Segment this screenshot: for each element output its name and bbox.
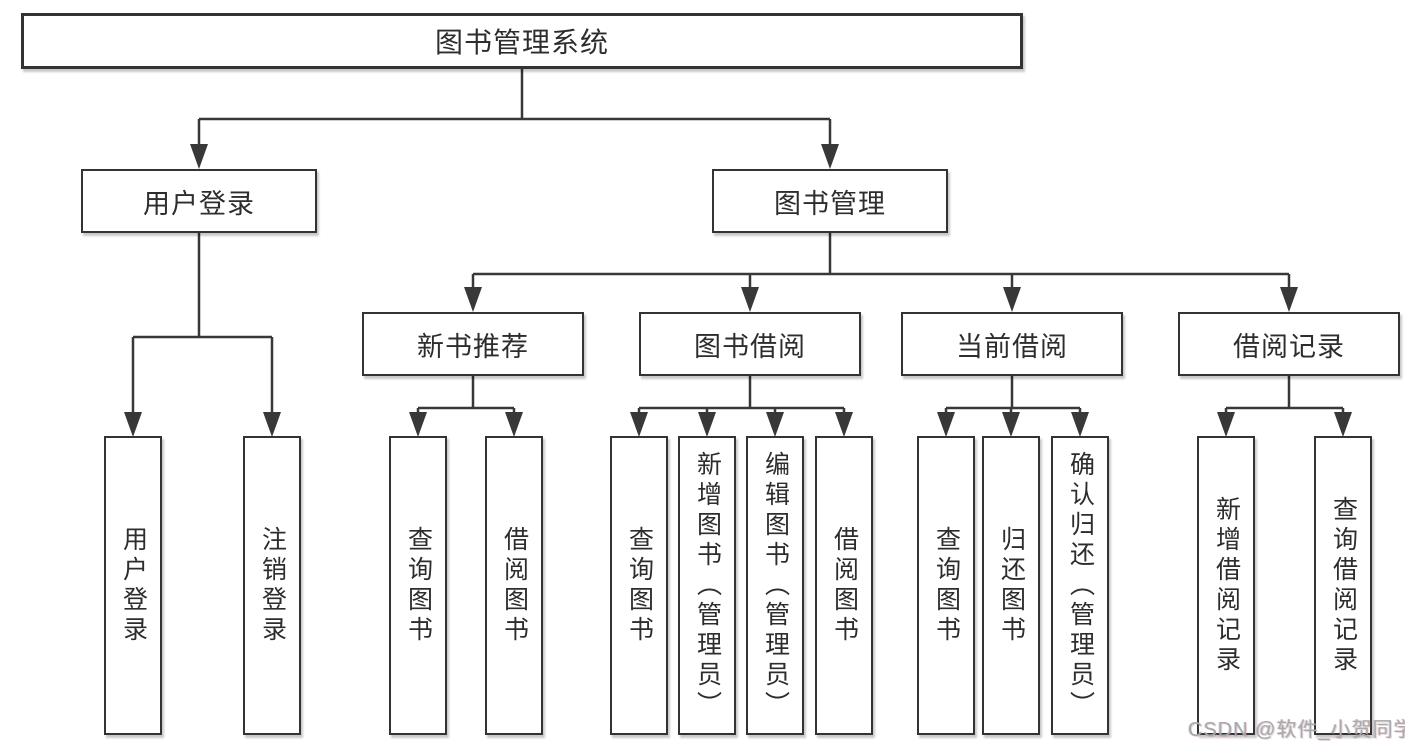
leaf-return-book: 归还图书: [982, 436, 1040, 735]
leaf-user-login: 用户登录: [104, 436, 162, 735]
arrowhead-icon: [835, 412, 853, 437]
connector-book-management-to-level3: [471, 233, 1291, 294]
arrowhead-icon: [698, 412, 716, 437]
arrowhead-icon: [766, 412, 784, 437]
watermark: CSDN @软件_小贺同学: [1188, 719, 1405, 741]
leaf-add-book-admin: 新增图书（管理员）: [678, 436, 736, 735]
leaf-query-books-current: 查询图书: [917, 436, 975, 735]
connector-root-to-level2: [197, 69, 832, 150]
arrowhead-icon: [937, 412, 955, 437]
arrowhead-icon: [190, 144, 208, 169]
arrowhead-icon: [1334, 412, 1352, 437]
connector-user-login-to-leaves: [131, 233, 274, 418]
leaf-logout: 注销登录: [243, 436, 301, 735]
connector-current-borrowing-to-leaves: [944, 376, 1082, 418]
node-library-system: 图书管理系统: [21, 13, 1023, 69]
arrowhead-icon: [263, 412, 281, 437]
leaf-borrow-books-recommend: 借阅图书: [485, 436, 543, 735]
leaf-query-books-borrowing: 查询图书: [610, 436, 668, 735]
node-book-borrowing: 图书借阅: [639, 312, 861, 376]
node-current-borrowing: 当前借阅: [901, 312, 1123, 376]
arrowhead-icon: [124, 412, 142, 437]
arrowhead-icon: [409, 412, 427, 437]
connector-new-book-recommendation-to-leaves: [416, 376, 516, 418]
leaf-add-borrow-record: 新增借阅记录: [1197, 436, 1255, 735]
leaf-edit-book-admin: 编辑图书（管理员）: [746, 436, 804, 735]
arrowhead-icon: [741, 287, 759, 312]
arrowhead-icon: [1217, 412, 1235, 437]
leaf-confirm-return-admin: 确认归还（管理员）: [1051, 436, 1109, 735]
arrowhead-icon: [1003, 287, 1021, 312]
connector-book-borrowing-to-leaves: [637, 376, 846, 418]
arrowhead-icon: [1280, 287, 1298, 312]
node-borrowing-records: 借阅记录: [1178, 312, 1400, 376]
arrowhead-icon: [821, 144, 839, 169]
node-user-login: 用户登录: [81, 169, 317, 233]
leaf-query-borrow-record: 查询借阅记录: [1314, 436, 1372, 735]
arrowhead-icon: [464, 287, 482, 312]
node-book-management: 图书管理: [712, 169, 948, 233]
arrowhead-icon: [630, 412, 648, 437]
connector-borrowing-records-to-leaves: [1224, 376, 1345, 418]
arrowhead-icon: [1002, 412, 1020, 437]
arrowhead-icon: [505, 412, 523, 437]
leaf-query-books-recommend: 查询图书: [389, 436, 447, 735]
arrowhead-icon: [1071, 412, 1089, 437]
leaf-borrow-books-borrowing: 借阅图书: [815, 436, 873, 735]
node-new-book-recommendation: 新书推荐: [362, 312, 584, 376]
